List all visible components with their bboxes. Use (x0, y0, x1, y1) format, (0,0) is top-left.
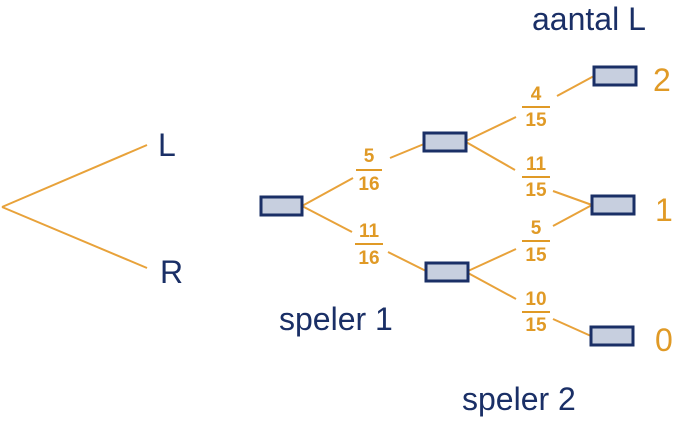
left-branch-upper (1, 144, 148, 208)
fraction-s2-ll-denominator: 15 (525, 315, 547, 336)
fraction-s2-ul-denominator: 15 (525, 180, 547, 201)
branch-root-upper-2 (389, 143, 425, 159)
left-branch-lower (1, 206, 148, 269)
fraction-s2-upper-lower: 11 15 (522, 154, 550, 201)
node-player1-lower (424, 261, 470, 283)
fraction-s1-lower-denominator: 16 (358, 248, 379, 269)
outcome-value-middle: 1 (655, 192, 673, 228)
branch-root-lower-2 (387, 251, 427, 272)
fraction-s1-lower-numerator: 11 (359, 221, 380, 242)
fraction-s2-ul-numerator: 11 (526, 154, 547, 175)
outcome-value-bottom: 0 (655, 322, 673, 358)
fraction-s1-upper-denominator: 16 (358, 174, 379, 195)
fraction-s2-lu-numerator: 5 (531, 218, 542, 239)
fraction-s2-uu-numerator: 4 (531, 84, 542, 105)
fraction-s1-upper-numerator: 5 (364, 146, 375, 167)
fraction-s2-lower-upper: 5 15 (522, 218, 550, 266)
branch-lower-lower-2 (552, 318, 592, 337)
branch-upper-upper-2 (556, 75, 595, 97)
branch-lower-upper-2 (552, 204, 593, 227)
player1-label: speler 1 (279, 301, 393, 337)
player2-label: speler 2 (462, 381, 576, 417)
outcome-value-top: 2 (653, 62, 671, 98)
branch-upper-lower (465, 141, 516, 171)
outcome-header: aantal L (532, 1, 646, 37)
fraction-s2-uu-denominator: 15 (525, 110, 547, 131)
fraction-s1-lower: 11 16 (355, 221, 383, 269)
fraction-s2-lower-lower: 10 15 (522, 289, 550, 336)
branch-upper-upper (465, 116, 517, 142)
fraction-s2-upper-upper: 4 15 (522, 84, 550, 131)
left-label-lower: R (160, 254, 183, 290)
left-label-upper: L (158, 127, 176, 163)
fraction-s2-lu-denominator: 15 (525, 245, 547, 266)
branch-root-upper (301, 177, 354, 207)
branch-lower-upper (467, 248, 517, 272)
fraction-s2-ll-numerator: 10 (525, 289, 546, 310)
node-outcome-2 (592, 65, 638, 87)
branch-lower-lower (467, 272, 517, 300)
branch-root-lower (301, 205, 353, 233)
main-tree-branches (301, 75, 595, 337)
node-player1-upper (422, 131, 468, 153)
node-boxes (259, 65, 638, 347)
left-tree: L R (1, 127, 183, 290)
node-root (259, 195, 304, 217)
fraction-s1-upper: 5 16 (356, 146, 382, 195)
node-outcome-1 (590, 194, 636, 216)
branch-upper-lower-2 (552, 190, 593, 206)
node-outcome-0 (589, 325, 635, 347)
